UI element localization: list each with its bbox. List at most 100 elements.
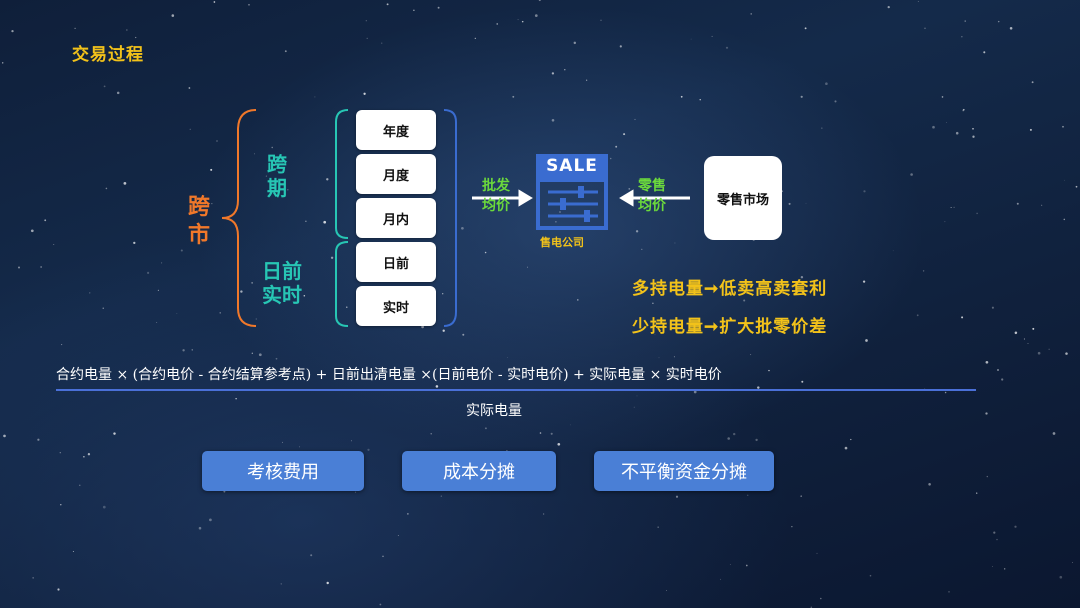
star (917, 1, 919, 3)
retail-line2: 均价 (638, 198, 666, 214)
star (198, 526, 202, 530)
star (3, 434, 6, 438)
star (126, 29, 128, 31)
star (102, 307, 104, 309)
star (600, 19, 602, 21)
star (652, 302, 654, 305)
star (105, 187, 108, 190)
star (746, 494, 749, 497)
formula-numerator: 合约电量 × (合约电价 - 合约结算参考点) + 日前出清电量 ×(日前电价 … (56, 367, 722, 383)
star (116, 91, 120, 95)
imbalance-fund-button[interactable]: 不平衡资金分摊 (594, 451, 774, 491)
star (976, 212, 978, 215)
star (928, 483, 931, 486)
star (1, 62, 4, 64)
star (474, 37, 476, 40)
star (156, 321, 158, 323)
star (366, 37, 368, 40)
box-realtime: 实时 (356, 286, 436, 326)
star (1029, 128, 1032, 131)
star (542, 513, 545, 515)
star (435, 385, 439, 388)
star (407, 513, 409, 515)
star (534, 14, 538, 17)
riqian-line2: 实时 (262, 283, 302, 307)
wholesale-line1: 批发 (482, 178, 510, 194)
star (462, 333, 465, 336)
star (103, 85, 106, 88)
star (916, 314, 919, 317)
star (397, 534, 399, 536)
star (961, 316, 964, 319)
star (725, 46, 729, 49)
star (745, 564, 748, 567)
star (962, 108, 965, 111)
kuaqi-brace (335, 109, 349, 239)
star (675, 495, 679, 498)
star (985, 360, 989, 364)
star (430, 433, 432, 435)
star (74, 27, 76, 30)
star (573, 41, 577, 45)
star (102, 505, 106, 509)
formula-denominator: 实际电量 (466, 403, 522, 419)
kuaqi-label: 跨 期 (262, 152, 292, 200)
star (123, 182, 127, 185)
star (346, 306, 348, 308)
star (326, 581, 329, 585)
star (1037, 351, 1041, 355)
star (750, 13, 752, 15)
star (18, 266, 20, 269)
star (680, 95, 683, 98)
star (72, 550, 74, 553)
cost-allocation-button[interactable]: 成本分摊 (402, 451, 556, 491)
star (586, 79, 588, 81)
star (171, 14, 175, 17)
star (869, 574, 872, 577)
box-dayahead: 日前 (356, 242, 436, 282)
star (1027, 342, 1029, 344)
star (271, 146, 273, 149)
star (550, 432, 553, 435)
star (619, 45, 622, 48)
star (382, 555, 384, 558)
assessment-fee-button[interactable]: 考核费用 (202, 451, 364, 491)
star (555, 220, 557, 223)
star (40, 266, 42, 268)
star (941, 96, 944, 98)
star (521, 20, 524, 23)
star (750, 354, 752, 356)
star (985, 412, 988, 415)
star (60, 504, 62, 506)
star (53, 244, 55, 245)
star (367, 448, 370, 451)
star (635, 230, 639, 233)
star (386, 3, 389, 6)
kuashi-line1: 跨 (187, 195, 210, 220)
star (350, 440, 352, 442)
star (310, 554, 313, 557)
star (964, 20, 966, 22)
company-label: 售电公司 (540, 236, 584, 249)
star (113, 432, 116, 435)
star (512, 95, 515, 98)
star (157, 289, 160, 292)
star (210, 168, 213, 171)
star (557, 442, 561, 446)
star (674, 242, 676, 244)
wholesale-price-label: 批发 均价 (474, 176, 518, 216)
star (615, 145, 618, 148)
star (609, 157, 612, 160)
star (280, 583, 282, 585)
star (216, 140, 218, 142)
star (251, 352, 253, 354)
star (972, 128, 974, 130)
star (821, 127, 823, 129)
star (791, 526, 793, 528)
star (44, 219, 47, 222)
star (657, 526, 659, 528)
star (950, 207, 952, 209)
star (1009, 27, 1013, 30)
